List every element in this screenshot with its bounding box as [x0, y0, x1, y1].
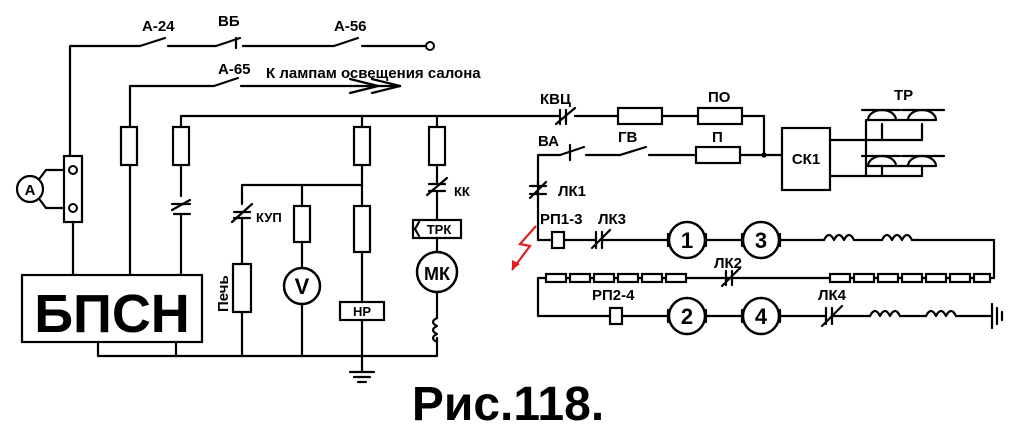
motor-3-label: 3: [755, 228, 767, 253]
lk2-label: ЛК2: [714, 255, 742, 272]
lk4-label: ЛК4: [818, 287, 847, 304]
salon-lamps-label: К лампам освещения салона: [266, 65, 481, 82]
figure-caption: Рис.118.: [412, 378, 604, 431]
upper-branch: [616, 106, 766, 157]
a24-label: А-24: [142, 18, 175, 35]
motor-2: 2: [667, 296, 707, 336]
resistor-chain: [536, 266, 996, 318]
kup-label: КУП: [256, 210, 282, 225]
p-label: П: [712, 129, 723, 146]
va-gv-branch: [536, 143, 784, 198]
lk1-label: ЛК1: [558, 183, 586, 200]
trk-label: ТРК: [427, 222, 452, 237]
nr-label: НР: [353, 304, 371, 319]
lk1-contact: [528, 178, 548, 242]
tr-relays: [860, 108, 946, 178]
tr-label: ТР: [894, 87, 913, 104]
kup-branch: [230, 183, 364, 358]
a56-label: А-56: [334, 18, 367, 35]
motor-4: 4: [741, 296, 781, 336]
po-label: ПО: [708, 89, 731, 106]
fuse-left-2: [170, 114, 192, 277]
kvc-contact: [554, 106, 577, 126]
salon-lamp-line: [128, 76, 402, 277]
a65-label: А-65: [218, 61, 251, 78]
nr-branch: [338, 114, 386, 358]
fault-arrow-icon: [511, 225, 537, 271]
mk-branch: [411, 114, 463, 344]
sk1-block: СК1: [780, 118, 868, 192]
kvc-label: КВЦ: [540, 91, 571, 108]
vb-label: ВБ: [218, 13, 240, 30]
ammeter: А: [15, 174, 45, 204]
va-label: ВА: [538, 133, 559, 150]
pech-label: Печь: [215, 275, 232, 312]
ammeter-shunt: [38, 154, 84, 277]
ammeter-label: А: [25, 182, 36, 199]
top-control-line: [68, 36, 435, 158]
bpsn-block: БПСН: [20, 273, 204, 344]
mk-label: МК: [424, 264, 451, 284]
lk3-label: ЛК3: [598, 211, 626, 228]
kk-label: КК: [454, 184, 470, 199]
motor-2-label: 2: [681, 304, 693, 329]
bpsn-label: БПСН: [34, 284, 190, 344]
motor-row-1: [536, 228, 996, 280]
voltmeter-label: V: [295, 274, 310, 299]
fuse-left-1: [119, 125, 139, 167]
motor-1-label: 1: [681, 228, 693, 253]
bottom-return-line: [96, 336, 439, 384]
rp24-label: РП2-4: [592, 287, 635, 304]
gv-label: ГВ: [618, 129, 638, 146]
motor-1: 1: [667, 220, 707, 260]
motor-3: 3: [741, 220, 781, 260]
voltmeter-branch: [282, 183, 322, 358]
sk1-label: СК1: [792, 151, 820, 168]
rp13-label: РП1-3: [540, 211, 582, 228]
motor-4-label: 4: [755, 304, 768, 329]
